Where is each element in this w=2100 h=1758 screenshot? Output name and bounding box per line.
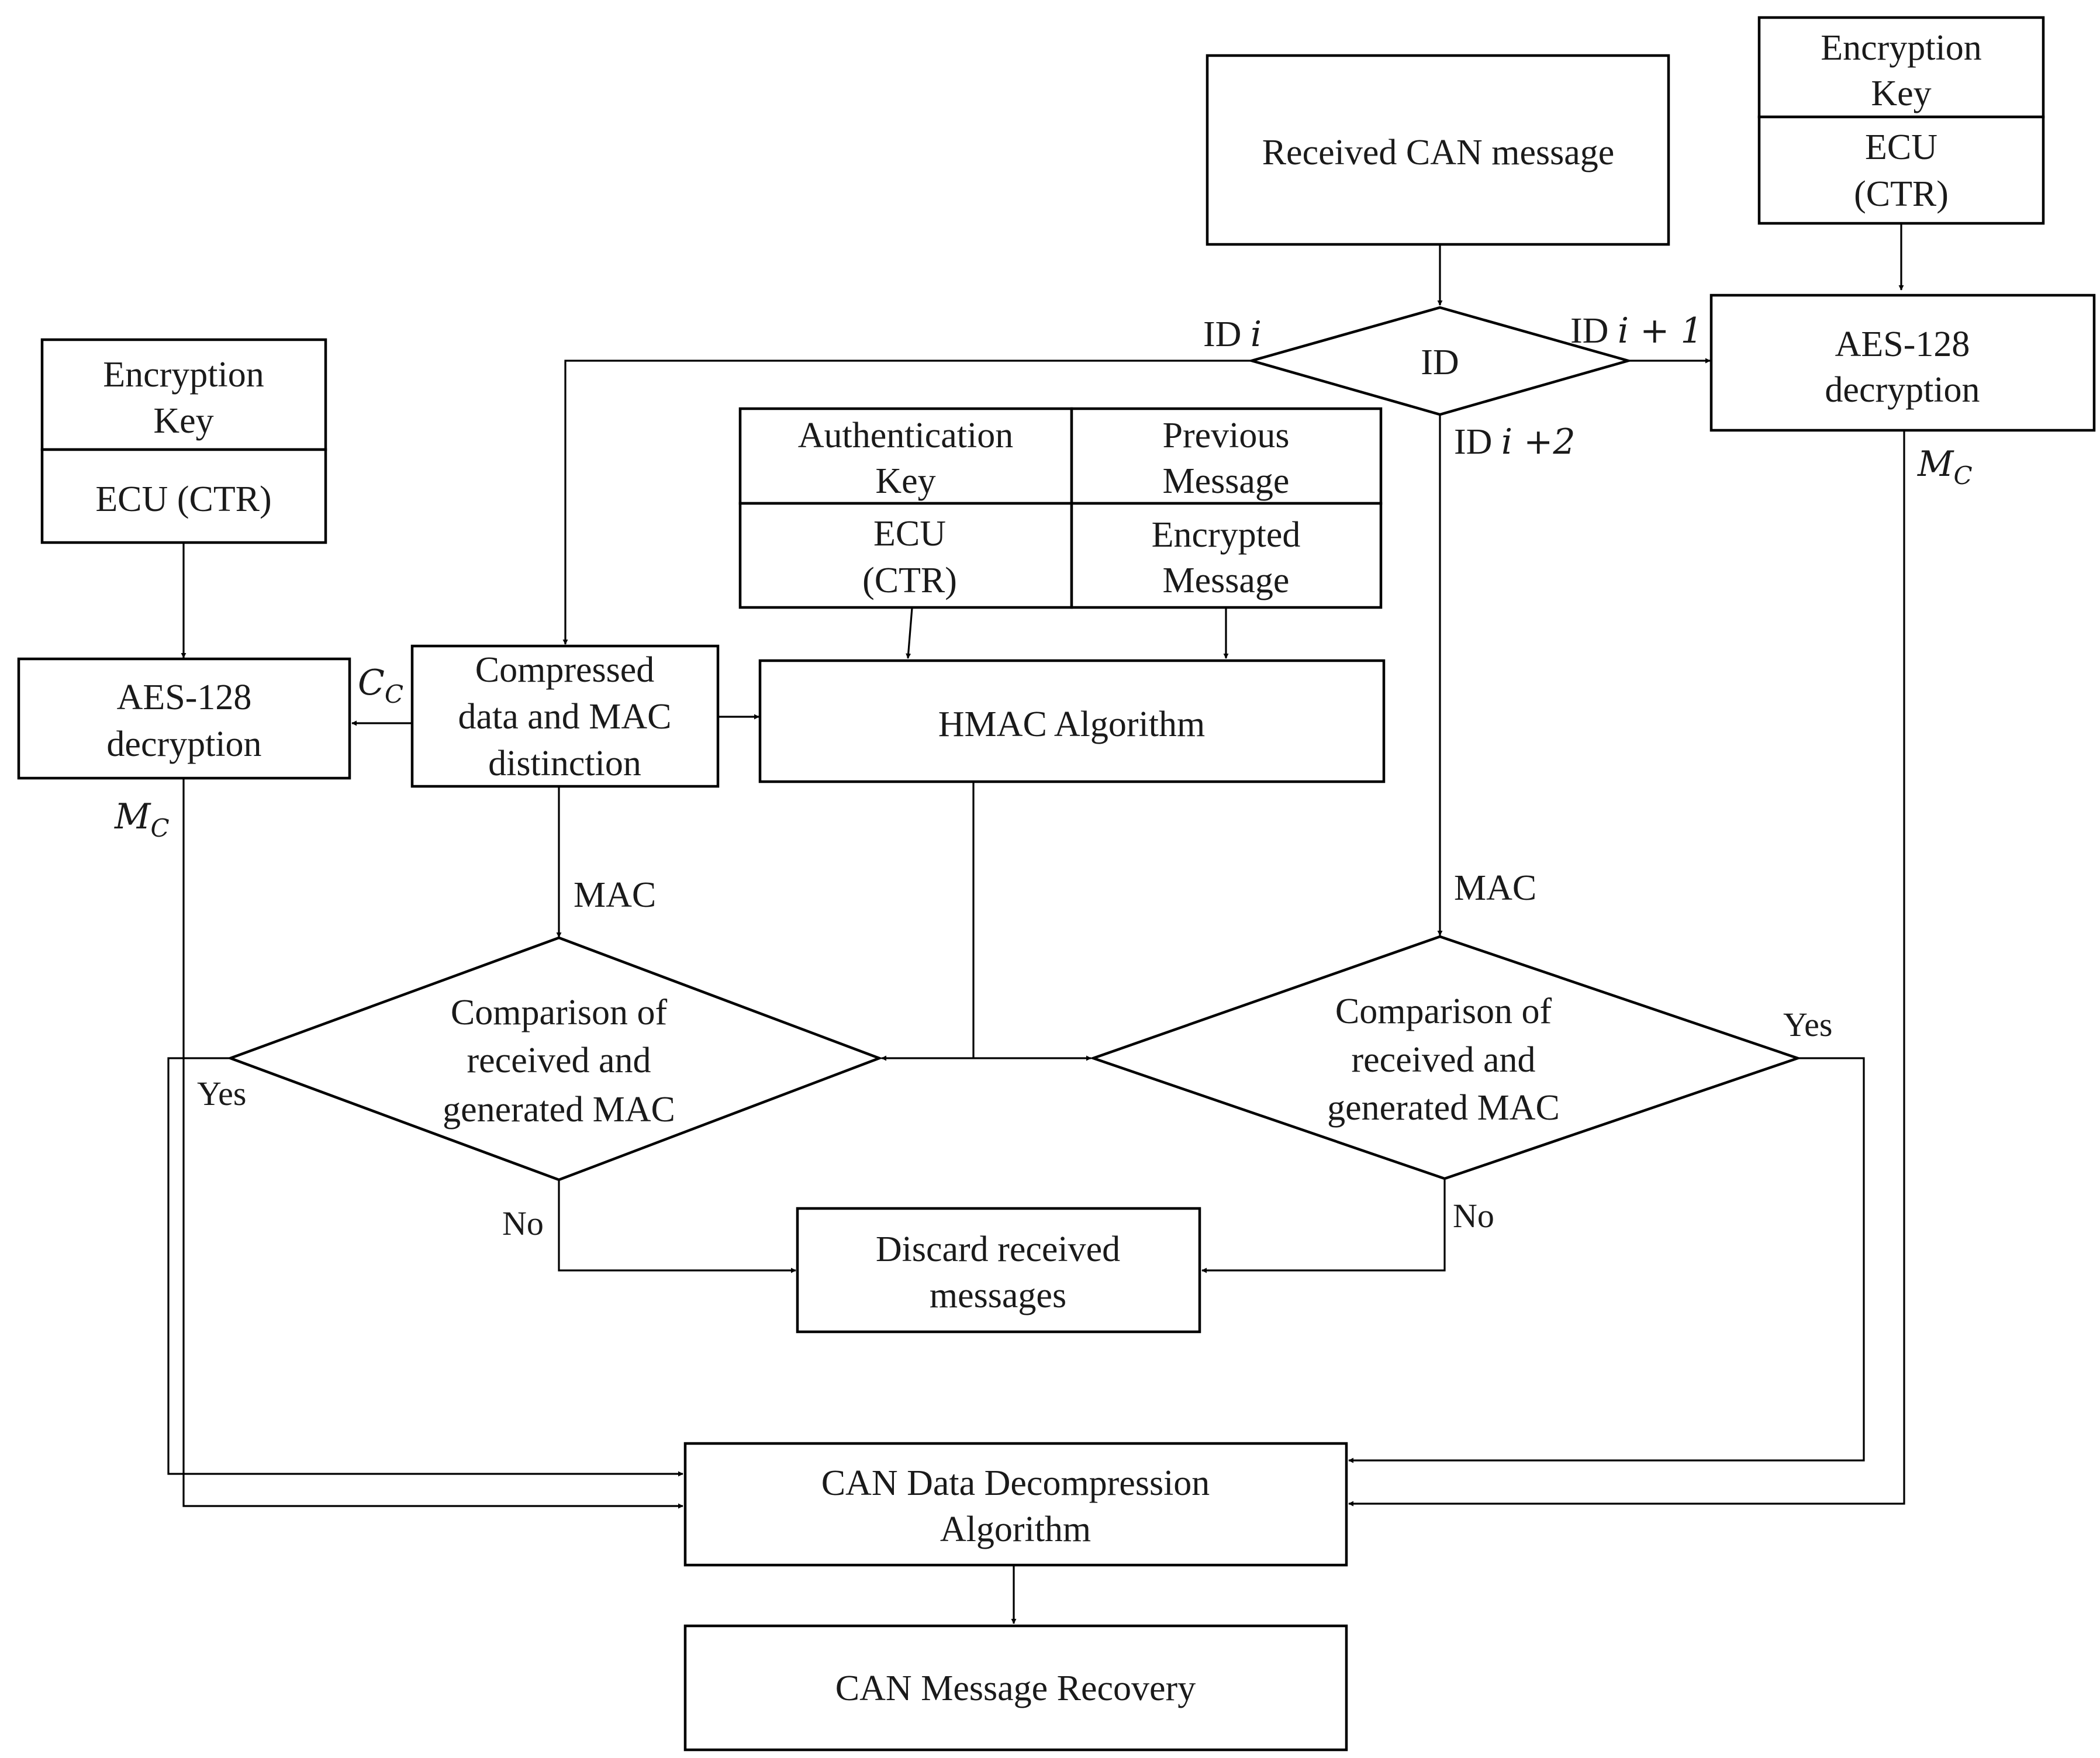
hmac-algorithm-box: HMAC Algorithm xyxy=(758,659,1386,783)
label-no-left: No xyxy=(502,1204,544,1242)
edge-labels: ID i ID i + 1 ID i +2 MC CC MC MAC MAC Y… xyxy=(114,310,1973,1242)
compare-mac-right: Comparison of received and generated MAC xyxy=(1089,935,1802,1180)
discard-line2: messages xyxy=(930,1276,1066,1315)
compressed-line3: distinction xyxy=(488,744,641,783)
key-right-head-line2: Key xyxy=(1871,74,1931,113)
auth-key-head-line1: Authentication xyxy=(798,416,1013,455)
authentication-table: Authentication Key Previous Message ECU … xyxy=(738,407,1383,609)
compare-right-line3: generated MAC xyxy=(1327,1088,1560,1128)
hmac-label: HMAC Algorithm xyxy=(938,704,1205,744)
compare-left-line2: received and xyxy=(467,1041,651,1080)
label-yes-left: Yes xyxy=(197,1075,246,1113)
aes-right-line1: AES-128 xyxy=(1835,324,1970,364)
arrow-compare-right-yes-to-decompress xyxy=(1348,1057,1865,1463)
arrow-compare-right-no-to-discard xyxy=(1201,1180,1446,1273)
discard-line1: Discard received xyxy=(876,1229,1120,1269)
aes-decryption-left: AES-128 decryption xyxy=(17,657,351,780)
recovery-label: CAN Message Recovery xyxy=(835,1669,1196,1708)
prev-msg-head-line2: Message xyxy=(1163,461,1290,501)
received-can-message-box: Received CAN message xyxy=(1206,54,1670,246)
recovery-box: CAN Message Recovery xyxy=(683,1624,1348,1752)
aes-decryption-right: AES-128 decryption xyxy=(1709,293,2096,432)
discard-messages-box: Discard received messages xyxy=(796,1207,1201,1334)
compare-right-line2: received and xyxy=(1352,1040,1536,1080)
encryption-key-left: Encryption Key ECU (CTR) xyxy=(40,338,327,544)
label-mac-right: MAC xyxy=(1454,868,1536,908)
prev-msg-head-line1: Previous xyxy=(1163,416,1290,455)
label-id-i: ID i xyxy=(1203,314,1262,355)
compressed-data-box: Compressed data and MAC distinction xyxy=(410,644,720,788)
encryption-key-right: Encryption Key ECU (CTR) xyxy=(1757,16,2045,225)
auth-key-body-line2: (CTR) xyxy=(862,561,957,600)
id-decision-label: ID xyxy=(1421,343,1459,382)
key-left-head-line1: Encryption xyxy=(103,355,264,395)
arrow-auth-to-hmac xyxy=(906,607,913,659)
compare-right-line1: Comparison of xyxy=(1335,992,1552,1031)
arrow-aes-left-mc-to-decompress xyxy=(182,778,683,1509)
label-cc: CC xyxy=(358,662,403,709)
connectors xyxy=(167,225,1905,1624)
arrow-compare-left-no-to-discard xyxy=(558,1181,796,1273)
arrow-aes-right-mc-to-decompress xyxy=(1348,431,1905,1507)
compare-left-line3: generated MAC xyxy=(443,1090,675,1130)
label-mac-left: MAC xyxy=(574,875,656,915)
label-mc-left: MC xyxy=(114,796,170,842)
key-right-head-line1: Encryption xyxy=(1821,28,1982,68)
compressed-line1: Compressed xyxy=(475,650,655,690)
aes-right-line2: decryption xyxy=(1825,370,1980,410)
aes-left-line2: decryption xyxy=(106,724,261,764)
label-id-i-plus-1: ID i + 1 xyxy=(1570,310,1703,351)
key-right-body-line2: (CTR) xyxy=(1854,174,1949,214)
arrow-id-i-to-compressed xyxy=(562,360,1251,645)
aes-left-line1: AES-128 xyxy=(117,678,252,717)
compare-left-line1: Comparison of xyxy=(451,993,668,1032)
label-id-i-plus-2: ID i +2 xyxy=(1454,422,1576,462)
decompress-line2: Algorithm xyxy=(940,1510,1091,1549)
key-left-body-line1: ECU (CTR) xyxy=(95,479,271,519)
received-can-message-label: Received CAN message xyxy=(1262,133,1615,172)
label-mc-right: MC xyxy=(1917,444,1973,490)
key-left-head-line2: Key xyxy=(153,401,213,441)
auth-key-head-line2: Key xyxy=(875,461,935,501)
decompression-box: CAN Data Decompression Algorithm xyxy=(683,1442,1348,1567)
compare-mac-left: Comparison of received and generated MAC xyxy=(226,936,883,1182)
key-right-body-line1: ECU xyxy=(1865,127,1937,167)
id-decision: ID xyxy=(1246,306,1633,416)
prev-msg-body-line1: Encrypted xyxy=(1152,515,1301,555)
label-no-right: No xyxy=(1453,1197,1494,1235)
decompress-line1: CAN Data Decompression xyxy=(821,1463,1210,1503)
label-yes-right: Yes xyxy=(1783,1006,1832,1044)
arrow-compare-left-yes-to-decompress xyxy=(167,1057,683,1477)
prev-msg-body-line2: Message xyxy=(1163,561,1290,600)
auth-key-body-line1: ECU xyxy=(873,514,946,554)
compressed-line2: data and MAC xyxy=(458,697,671,737)
